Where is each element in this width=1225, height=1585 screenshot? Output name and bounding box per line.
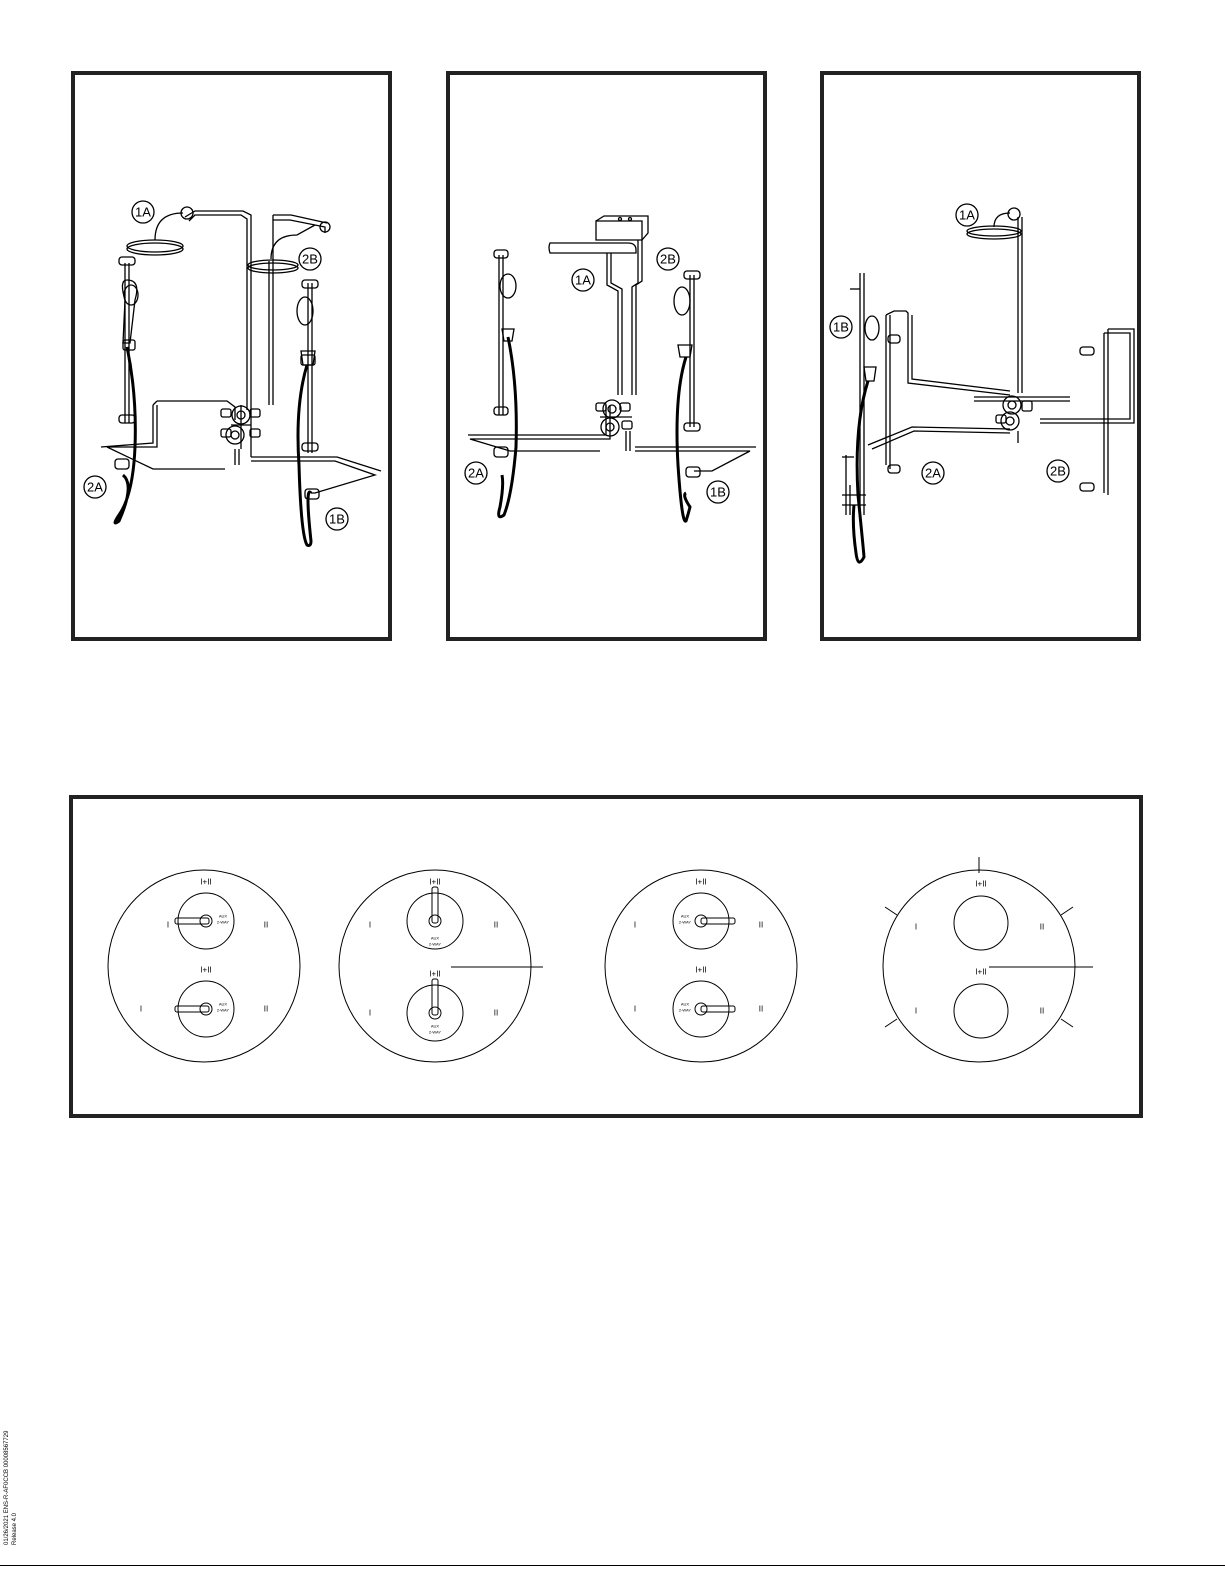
shower-system-illustration-3: 1A 1B 2A 2B <box>824 75 1145 645</box>
svg-text:II: II <box>759 1005 763 1014</box>
svg-text:2-WAY: 2-WAY <box>217 1008 230 1013</box>
svg-text:2B: 2B <box>660 252 676 267</box>
svg-text:AUX: AUX <box>431 936 440 941</box>
svg-text:II: II <box>494 921 498 930</box>
svg-text:I+II: I+II <box>429 878 440 887</box>
callout-1a: 1A <box>132 201 154 223</box>
svg-text:1B: 1B <box>329 512 345 527</box>
svg-text:2B: 2B <box>302 252 318 267</box>
document-identifier: 01/26/2021 ENS-R-AF0CCB 00008567729 Rele… <box>3 1431 19 1545</box>
shower-system-illustration-2: 1A 2B 2A 1B <box>450 75 771 645</box>
svg-text:I: I <box>140 1005 142 1014</box>
callout-2a: 2A <box>465 462 487 484</box>
svg-text:I+II: I+II <box>975 968 986 977</box>
document-identifier-line-1: 01/26/2021 ENS-R-AF0CCB 00008567729 <box>3 1431 11 1545</box>
svg-text:2B: 2B <box>1050 464 1066 479</box>
svg-text:AUX: AUX <box>431 1024 440 1029</box>
callout-1b: 1B <box>830 316 852 338</box>
svg-text:II: II <box>1040 1007 1044 1016</box>
svg-text:I+II: I+II <box>695 878 706 887</box>
svg-text:1B: 1B <box>833 320 849 335</box>
svg-text:II: II <box>264 1005 268 1014</box>
svg-text:I+II: I+II <box>200 878 211 887</box>
callout-2b: 2B <box>657 248 679 270</box>
svg-text:I: I <box>634 921 636 930</box>
svg-text:2-WAY: 2-WAY <box>679 1008 692 1013</box>
trim-lever-reversed: I+II I II AUX 2-WAY I+II I II AUX 2-WAY <box>605 870 797 1062</box>
svg-text:AUX: AUX <box>681 1002 690 1007</box>
trim-lever-horizontal: I+II I II AUX 2-WAY I+II I II AUX 2-WAY <box>108 870 300 1062</box>
trim-lever-vertical: I+II I II AUX 2-WAY I+II I II AUX 2-WAY <box>339 870 543 1062</box>
svg-text:II: II <box>1040 923 1044 932</box>
svg-text:2A: 2A <box>925 466 941 481</box>
trim-illustrations: I+II I II AUX 2-WAY I+II I II AUX 2-WAY … <box>73 799 1147 1122</box>
svg-text:I+II: I+II <box>429 970 440 979</box>
svg-text:I: I <box>369 1009 371 1018</box>
shower-configuration-panel-1: 1A 2B 2A 1B <box>71 71 392 641</box>
svg-text:2A: 2A <box>87 480 103 495</box>
shower-system-illustration-1: 1A 2B 2A 1B <box>75 75 396 645</box>
svg-text:2A: 2A <box>468 466 484 481</box>
svg-text:2-WAY: 2-WAY <box>429 1030 442 1035</box>
svg-text:AUX: AUX <box>681 914 690 919</box>
trim-plate-outline: I+II I II I+II I II <box>883 857 1093 1062</box>
shower-configuration-panel-2: 1A 2B 2A 1B <box>446 71 767 641</box>
callout-2b: 2B <box>1047 460 1069 482</box>
svg-text:2-WAY: 2-WAY <box>217 920 230 925</box>
svg-text:1A: 1A <box>135 205 151 220</box>
document-identifier-line-2: Release 4.0 <box>11 1431 19 1545</box>
svg-text:AUX: AUX <box>219 1002 228 1007</box>
svg-text:1B: 1B <box>710 485 726 500</box>
svg-text:1A: 1A <box>959 208 975 223</box>
svg-text:I: I <box>915 1007 917 1016</box>
svg-text:I: I <box>634 1005 636 1014</box>
svg-text:I: I <box>167 921 169 930</box>
svg-text:I+II: I+II <box>695 966 706 975</box>
callout-1b: 1B <box>707 481 729 503</box>
svg-text:AUX: AUX <box>219 914 228 919</box>
svg-text:I+II: I+II <box>975 880 986 889</box>
shower-configuration-panel-3: 1A 1B 2A 2B <box>820 71 1141 641</box>
trim-configuration-panel: I+II I II AUX 2-WAY I+II I II AUX 2-WAY … <box>69 795 1143 1118</box>
svg-text:I: I <box>915 923 917 932</box>
callout-2a: 2A <box>84 476 106 498</box>
svg-text:II: II <box>759 921 763 930</box>
callout-1b: 1B <box>326 508 348 530</box>
svg-text:II: II <box>264 921 268 930</box>
svg-text:2-WAY: 2-WAY <box>429 942 442 947</box>
svg-text:2-WAY: 2-WAY <box>679 920 692 925</box>
callout-1a: 1A <box>572 269 594 291</box>
svg-text:II: II <box>494 1009 498 1018</box>
svg-text:I: I <box>369 921 371 930</box>
callout-2b: 2B <box>299 248 321 270</box>
bottom-rule <box>0 1565 1225 1566</box>
svg-text:I+II: I+II <box>200 966 211 975</box>
callout-2a: 2A <box>922 462 944 484</box>
svg-text:1A: 1A <box>575 273 591 288</box>
callout-1a: 1A <box>956 204 978 226</box>
